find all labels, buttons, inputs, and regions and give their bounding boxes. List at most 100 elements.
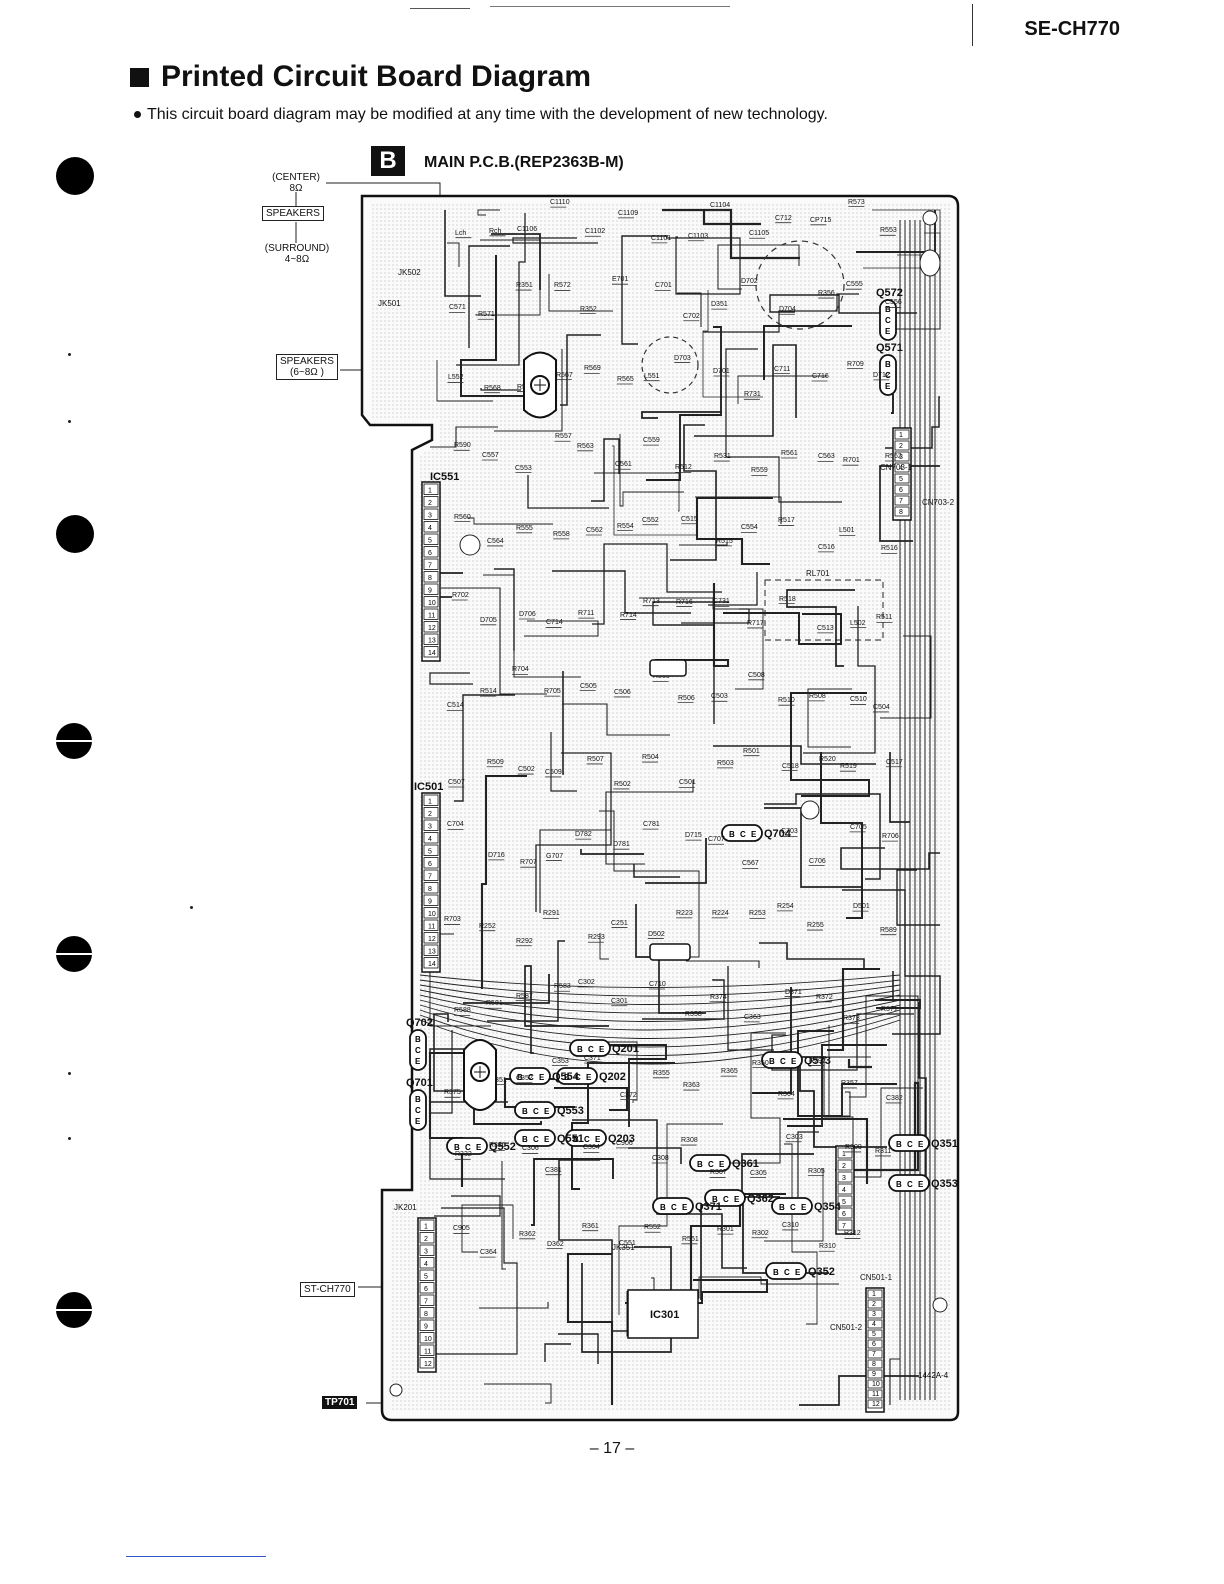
- component-label: R706: [882, 833, 899, 840]
- svg-text:E: E: [885, 327, 891, 336]
- component-label: R701: [843, 457, 860, 464]
- st-ch770-label: ST-CH770: [300, 1282, 355, 1297]
- svg-text:5: 5: [842, 1199, 846, 1206]
- pcb-trace: [433, 1013, 485, 1092]
- component-label: C1102: [585, 228, 605, 235]
- pcb-trace: [639, 597, 764, 690]
- transistor-label: Q551: [557, 1133, 584, 1145]
- component-label: C781: [643, 821, 660, 828]
- component-label: R713: [643, 598, 660, 605]
- component-label: R506: [678, 695, 695, 702]
- svg-text:B: B: [522, 1135, 528, 1144]
- component-label: C701: [655, 282, 672, 289]
- component-label: R507: [587, 756, 604, 763]
- component-label: R553: [880, 227, 897, 234]
- component-label: C905: [453, 1225, 470, 1232]
- pcb-trace: [599, 933, 609, 960]
- component-label: R561: [781, 450, 798, 457]
- pcb-trace: [828, 1025, 851, 1117]
- svg-text:E: E: [599, 1045, 605, 1054]
- component-label: R374: [710, 994, 727, 1001]
- pcb-trace: [652, 601, 729, 724]
- svg-text:E: E: [719, 1160, 725, 1169]
- component-label: E701: [612, 276, 628, 283]
- component-label: C304: [583, 1144, 600, 1151]
- scan-speck: [68, 420, 71, 423]
- component-label: C710: [649, 981, 666, 988]
- svg-text:E: E: [586, 1073, 592, 1082]
- transistor-label: Q704: [764, 828, 792, 840]
- pcb-trace: [560, 334, 601, 406]
- pcb-trace: [461, 1204, 514, 1253]
- pcb-trace: [527, 475, 609, 509]
- pcb-trace: [591, 438, 620, 502]
- svg-text:B: B: [779, 1203, 785, 1212]
- pcb-trace: [764, 793, 881, 880]
- svg-text:B: B: [773, 1268, 779, 1277]
- pcb-trace: [479, 1302, 549, 1309]
- pcb-bus-trace: [419, 1009, 901, 1048]
- component-label: R519: [840, 763, 857, 770]
- svg-text:12: 12: [428, 936, 436, 943]
- svg-text:E: E: [415, 1117, 421, 1126]
- binder-hole: [56, 515, 94, 553]
- test-pad: [649, 659, 687, 677]
- component-label: R567: [556, 372, 573, 379]
- transistor-label: Q201: [612, 1043, 639, 1055]
- svg-text:2: 2: [899, 443, 903, 450]
- binder-hole: [56, 723, 92, 759]
- svg-text:12: 12: [424, 1361, 432, 1368]
- component-label: C381: [545, 1167, 562, 1174]
- binder-hole: [56, 157, 94, 195]
- svg-text:9: 9: [428, 899, 432, 906]
- component-label: G707: [546, 853, 563, 860]
- component-label: C551: [619, 1240, 636, 1247]
- component-label: R516: [881, 545, 898, 552]
- transistor-label: Q701: [406, 1077, 433, 1089]
- svg-text:3: 3: [899, 454, 903, 461]
- svg-text:B: B: [517, 1073, 523, 1082]
- component-label: C556: [885, 299, 902, 306]
- speakers2-label: SPEAKERS: [280, 356, 334, 367]
- transistor-label: Q572: [876, 287, 903, 299]
- component-label: C364: [480, 1249, 497, 1256]
- svg-text:B: B: [573, 1135, 579, 1144]
- connector-label: CN501-2: [830, 1323, 863, 1332]
- svg-text:C: C: [465, 1143, 471, 1152]
- component-label: D782: [575, 831, 592, 838]
- pcb-trace: [799, 1056, 887, 1148]
- transistor-q702: BCE: [409, 1029, 427, 1071]
- component-label: L502: [850, 620, 866, 627]
- pcb-trace: [702, 210, 761, 226]
- component-label: C711: [774, 366, 790, 373]
- component-label: R588: [454, 1007, 471, 1014]
- component-label: R587: [516, 993, 533, 1000]
- component-label: R571: [478, 311, 495, 318]
- component-label: D703: [674, 355, 691, 362]
- pcb-trace: [702, 290, 763, 398]
- svg-text:6: 6: [872, 1341, 876, 1348]
- component-label: R504: [642, 754, 659, 761]
- transistor-label: Q202: [599, 1071, 626, 1083]
- svg-text:E: E: [751, 830, 757, 839]
- component-label: C563: [818, 453, 835, 460]
- component-label: C706: [809, 858, 826, 865]
- top-rule: [410, 8, 470, 9]
- pcb-trace: [558, 1333, 599, 1364]
- component-label: C503: [711, 693, 728, 700]
- svg-text:4: 4: [899, 465, 903, 472]
- svg-text:C: C: [708, 1160, 714, 1169]
- svg-text:C: C: [588, 1045, 594, 1054]
- component-label: R223: [676, 910, 693, 917]
- svg-text:7: 7: [424, 1299, 428, 1306]
- pcb-bus-trace: [419, 984, 901, 1005]
- svg-text:C: C: [885, 316, 891, 325]
- component-label: R375: [444, 1089, 461, 1096]
- board-code: 1442A-4: [918, 1371, 949, 1380]
- pcb-trace: [612, 445, 698, 536]
- svg-text:C: C: [584, 1135, 590, 1144]
- svg-text:E: E: [885, 382, 891, 391]
